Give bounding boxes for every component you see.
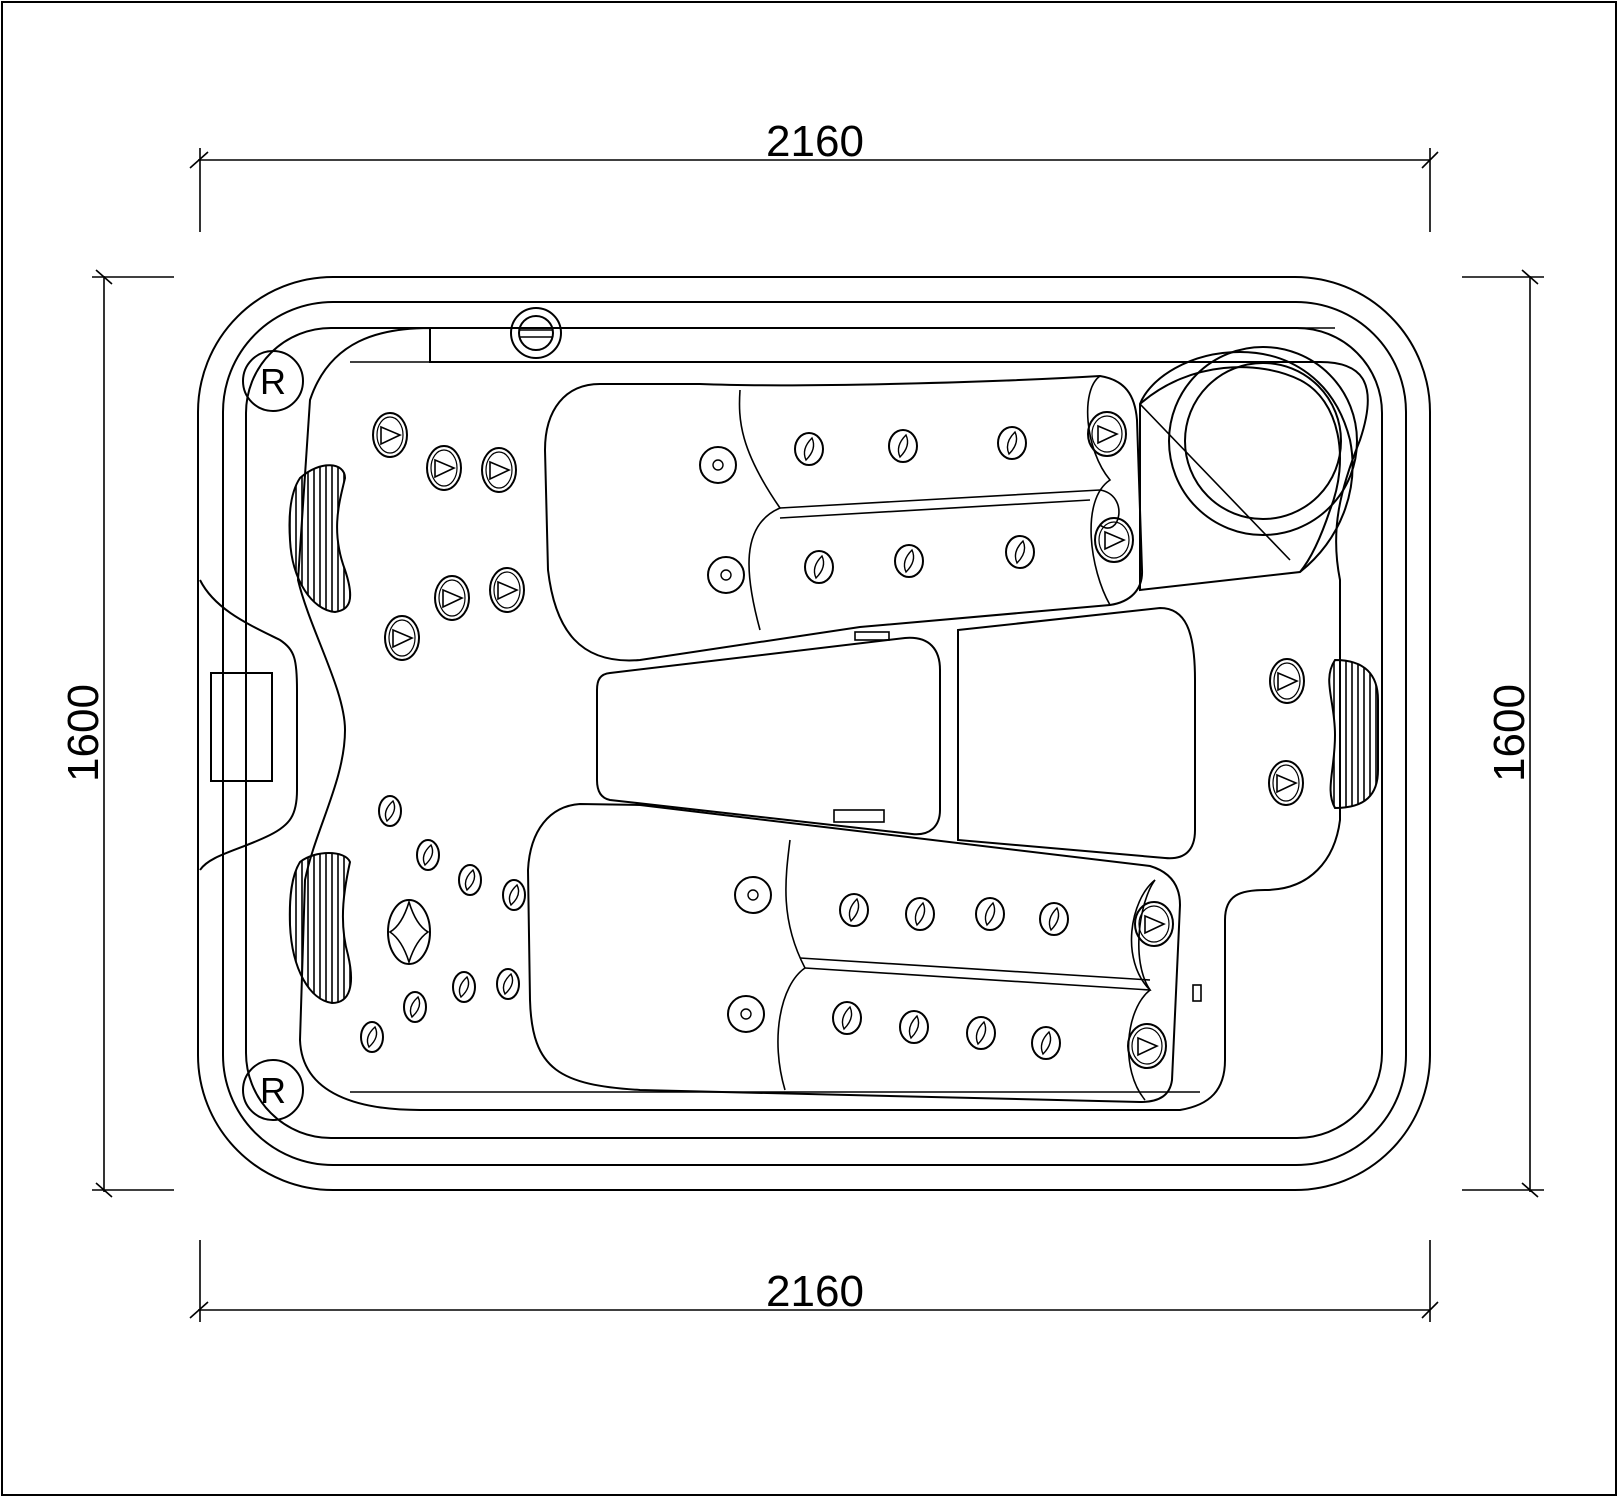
oval-jet [839, 893, 869, 927]
dimension-bottom: 2160 [189, 1240, 1439, 1322]
rotary-jet [387, 899, 431, 965]
marker-bottom-left-label: R [260, 1070, 286, 1111]
inner-well-outline [296, 326, 1369, 1111]
marker-top-left: R [242, 350, 304, 412]
oval-jet [894, 544, 924, 578]
directional-jet [384, 615, 420, 661]
directional-jet [481, 447, 517, 493]
directional-jet [372, 412, 408, 458]
oval-jet [416, 839, 440, 871]
seat-top-drain [854, 631, 890, 641]
dimension-left-label: 1600 [59, 684, 108, 782]
seat-bottom-recliner [526, 802, 1182, 1104]
directional-jet [1127, 1023, 1167, 1069]
air-jet [707, 556, 745, 594]
dimension-left: 1600 [59, 269, 174, 1198]
shell-third-edge [245, 327, 1383, 1139]
directional-jet [1268, 760, 1304, 806]
oval-jet [899, 1010, 929, 1044]
air-jet [727, 995, 765, 1033]
directional-jet [1134, 901, 1174, 947]
footwell-step-right [957, 606, 1196, 860]
control-panel-notch [199, 579, 298, 871]
oval-jet [1031, 1026, 1061, 1060]
dimension-right: 1600 [1462, 269, 1544, 1198]
dimension-bottom-label: 2160 [766, 1267, 864, 1316]
oval-jet [905, 897, 935, 931]
headrest-right [1328, 658, 1379, 810]
oval-jet [1005, 535, 1035, 569]
directional-jet [1094, 517, 1134, 563]
directional-jet [489, 567, 525, 613]
oval-jet [496, 968, 520, 1000]
oval-jet [997, 426, 1027, 460]
directional-jet [1087, 411, 1127, 457]
footwell-drain [833, 809, 885, 823]
dimension-right-label: 1600 [1485, 684, 1534, 782]
air-jet [734, 876, 772, 914]
oval-jet [360, 1021, 384, 1053]
oval-jet [975, 897, 1005, 931]
oval-jet [378, 795, 402, 827]
oval-jet [888, 429, 918, 463]
oval-jet [794, 432, 824, 466]
marker-bottom-left: R [242, 1059, 304, 1121]
dimension-top-label: 2160 [766, 117, 864, 166]
oval-jet [502, 879, 526, 911]
air-jet [699, 446, 737, 484]
jet-group [360, 411, 1305, 1069]
skimmer-fitting [510, 307, 562, 359]
footwell-step-left [596, 636, 941, 836]
shell-outer-edge [197, 276, 1431, 1191]
air-control [1192, 984, 1202, 1002]
oval-jet [403, 991, 427, 1023]
dimension-top: 2160 [189, 117, 1439, 232]
oval-jet [832, 1001, 862, 1035]
oval-jet [452, 971, 476, 1003]
control-panel [210, 672, 273, 782]
headrest-left-top [288, 464, 352, 614]
corner-seat [1139, 346, 1358, 592]
oval-jet [458, 864, 482, 896]
directional-jet [434, 575, 470, 621]
headrest-left-bottom [288, 852, 352, 1005]
directional-jet [426, 445, 462, 491]
oval-jet [966, 1016, 996, 1050]
oval-jet [804, 550, 834, 584]
seat-top-recliner [543, 374, 1144, 662]
directional-jet [1269, 658, 1305, 704]
shell-second-edge [222, 301, 1407, 1166]
oval-jet [1039, 902, 1069, 936]
marker-top-left-label: R [260, 361, 286, 402]
